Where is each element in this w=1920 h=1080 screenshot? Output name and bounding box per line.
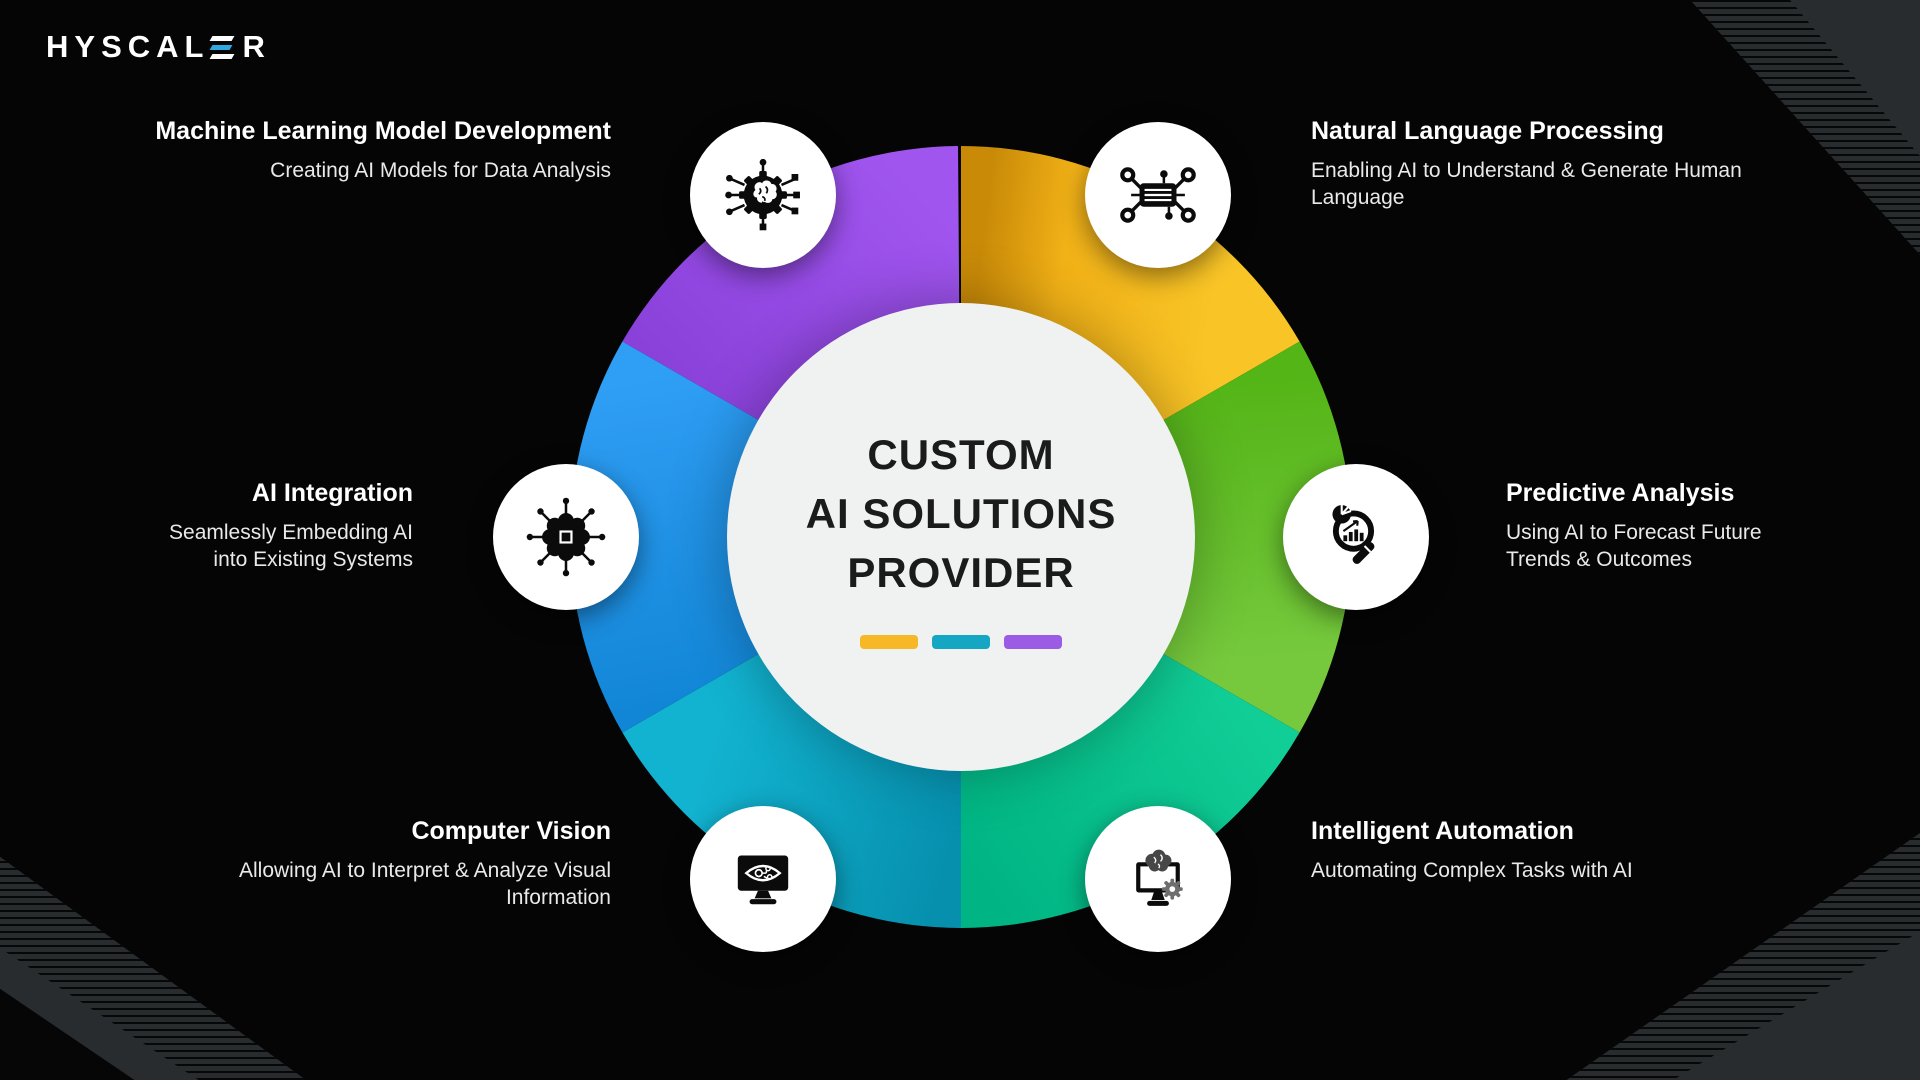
logo-text-prefix: HYSCAL bbox=[46, 29, 210, 64]
label-desc-line: Using AI to Forecast Future bbox=[1506, 521, 1762, 544]
icon-circle-machine-learning bbox=[690, 122, 836, 268]
chip-circuit-icon bbox=[1120, 167, 1196, 223]
label-desc-line: into Existing Systems bbox=[213, 548, 413, 571]
icon-circle-ai-integration bbox=[493, 464, 639, 610]
magnifier-analytics-icon bbox=[1332, 503, 1375, 564]
label-predictive: Predictive Analysis Using AI to Forecast… bbox=[1506, 478, 1762, 573]
icon-circle-nlp bbox=[1085, 122, 1231, 268]
hyscaler-logo: HYSCAL R bbox=[46, 30, 271, 64]
monitor-brain-gear-icon bbox=[1136, 849, 1183, 906]
brain-chip-network-icon bbox=[526, 497, 606, 577]
label-desc-line: Information bbox=[505, 886, 611, 909]
label-ai-integration: AI Integration Seamlessly Embedding AI i… bbox=[169, 478, 413, 573]
label-title: Natural Language Processing bbox=[1311, 117, 1664, 145]
monitor-eye-icon bbox=[737, 855, 789, 905]
dash-purple bbox=[1004, 635, 1062, 649]
center-title-line-1: CUSTOM bbox=[867, 431, 1055, 478]
color-legend-dashes bbox=[860, 635, 1062, 649]
label-nlp: Natural Language Processing Enabling AI … bbox=[1311, 116, 1742, 211]
dash-yellow bbox=[860, 635, 918, 649]
label-desc-line: Trends & Outcomes bbox=[1506, 548, 1692, 571]
label-machine-learning: Machine Learning Model Development Creat… bbox=[155, 116, 611, 184]
label-desc-line: Language bbox=[1311, 186, 1405, 209]
label-title: Intelligent Automation bbox=[1311, 817, 1574, 845]
icon-circle-automation bbox=[1085, 806, 1231, 952]
icon-circle-computer-vision bbox=[690, 806, 836, 952]
center-title-line-3: PROVIDER bbox=[847, 549, 1075, 596]
icon-circle-predictive bbox=[1283, 464, 1429, 610]
label-desc-line: Automating Complex Tasks with AI bbox=[1311, 859, 1633, 882]
label-desc-line: Enabling AI to Understand & Generate Hum… bbox=[1311, 159, 1742, 182]
label-desc-line: Seamlessly Embedding AI bbox=[169, 521, 413, 544]
center-hub: CUSTOM AI SOLUTIONS PROVIDER bbox=[727, 303, 1195, 771]
label-title: Machine Learning Model Development bbox=[155, 117, 611, 145]
brain-gear-network-icon bbox=[725, 158, 800, 231]
center-title-line-2: AI SOLUTIONS bbox=[805, 490, 1117, 537]
label-title: Predictive Analysis bbox=[1506, 479, 1735, 507]
label-desc-line: Allowing AI to Interpret & Analyze Visua… bbox=[239, 859, 611, 882]
label-desc-line: Creating AI Models for Data Analysis bbox=[270, 159, 611, 182]
label-computer-vision: Computer Vision Allowing AI to Interpret… bbox=[239, 816, 611, 911]
label-title: Computer Vision bbox=[411, 817, 611, 845]
label-automation: Intelligent Automation Automating Comple… bbox=[1311, 816, 1633, 884]
dash-teal bbox=[932, 635, 990, 649]
logo-text-suffix: R bbox=[242, 29, 271, 64]
label-title: AI Integration bbox=[251, 479, 413, 507]
